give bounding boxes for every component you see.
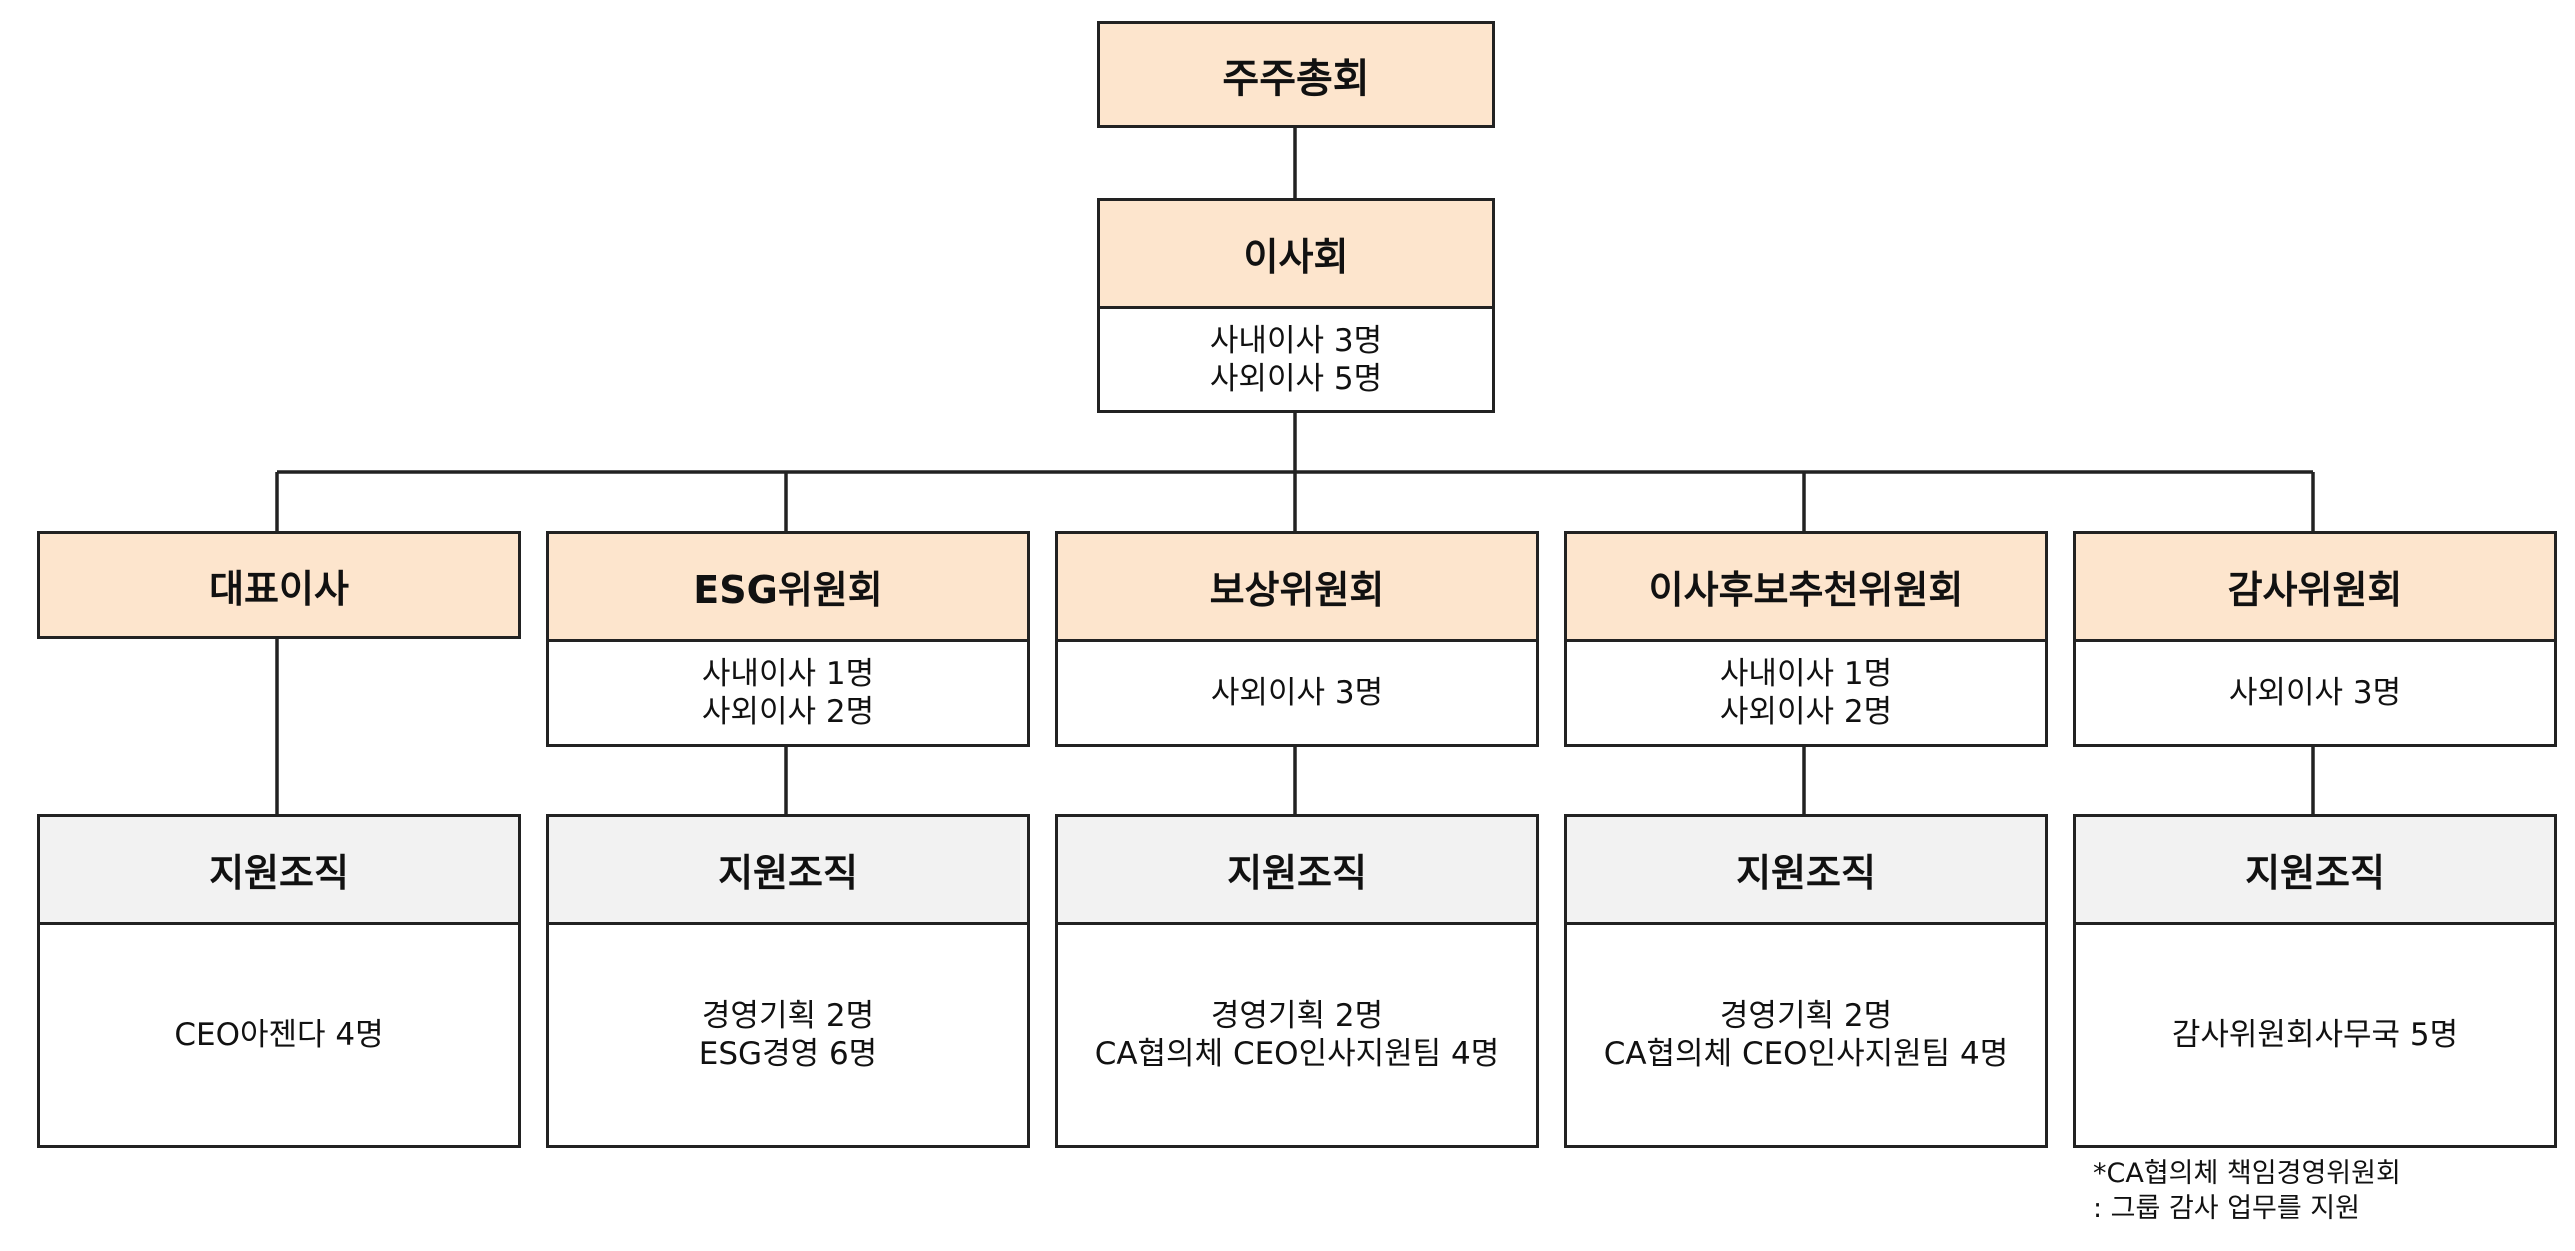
support-box-compensation: 지원조직 경영기획 2명 CA협의체 CEO인사지원팀 4명 xyxy=(1055,814,1539,1148)
support-member-line: 경영기획 2명 xyxy=(1719,998,1893,1034)
committee-members-compensation: 사외이사 3명 xyxy=(1058,639,1536,744)
support-members: CEO아젠다 4명 xyxy=(40,922,518,1145)
support-members: 경영기획 2명 CA협의체 CEO인사지원팀 4명 xyxy=(1058,922,1536,1145)
committee-title-nomination: 이사후보추천위원회 xyxy=(1567,534,2045,639)
shareholders-meeting-box: 주주총회 xyxy=(1097,21,1495,128)
support-member-line: CEO아젠다 4명 xyxy=(174,1017,384,1053)
support-box-esg: 지원조직 경영기획 2명 ESG경영 6명 xyxy=(546,814,1030,1148)
support-members: 감사위원회사무국 5명 xyxy=(2076,922,2554,1145)
support-box-ceo: 지원조직 CEO아젠다 4명 xyxy=(37,814,521,1148)
board-member-line-1: 사내이사 3명 xyxy=(1209,322,1383,359)
support-member-line: CA협의체 CEO인사지원팀 4명 xyxy=(1094,1036,1500,1072)
support-title: 지원조직 xyxy=(1567,817,2045,922)
committee-box-ceo: 대표이사 xyxy=(37,531,521,639)
committee-box-compensation: 보상위원회 사외이사 3명 xyxy=(1055,531,1539,747)
footnote-line-1: *CA협의체 책임경영위원회 xyxy=(2093,1158,2401,1189)
board-members: 사내이사 3명 사외이사 5명 xyxy=(1100,306,1492,410)
committee-box-audit: 감사위원회 사외이사 3명 xyxy=(2073,531,2557,747)
committee-title-ceo: 대표이사 xyxy=(209,566,349,611)
footnote: *CA협의체 책임경영위원회 : 그룹 감사 업무를 지원 xyxy=(2093,1156,2401,1226)
board-member-line-2: 사외이사 5명 xyxy=(1209,360,1383,397)
committee-member-line: 사외이사 2명 xyxy=(1719,694,1893,730)
committee-member-line: 사외이사 3명 xyxy=(2228,675,2402,711)
committee-member-line: 사외이사 2명 xyxy=(701,694,875,730)
support-member-line: 경영기획 2명 xyxy=(1210,998,1384,1034)
committee-member-line: 사내이사 1명 xyxy=(1719,656,1893,692)
support-box-nomination: 지원조직 경영기획 2명 CA협의체 CEO인사지원팀 4명 xyxy=(1564,814,2048,1148)
support-title: 지원조직 xyxy=(1058,817,1536,922)
support-member-line: ESG경영 6명 xyxy=(698,1036,878,1072)
committee-title-esg: ESG위원회 xyxy=(549,534,1027,639)
board-title: 이사회 xyxy=(1100,201,1492,306)
support-members: 경영기획 2명 ESG경영 6명 xyxy=(549,922,1027,1145)
committee-members-nomination: 사내이사 1명 사외이사 2명 xyxy=(1567,639,2045,744)
support-title: 지원조직 xyxy=(2076,817,2554,922)
support-box-audit: 지원조직 감사위원회사무국 5명 xyxy=(2073,814,2557,1148)
committee-box-esg: ESG위원회 사내이사 1명 사외이사 2명 xyxy=(546,531,1030,747)
support-members: 경영기획 2명 CA협의체 CEO인사지원팀 4명 xyxy=(1567,922,2045,1145)
support-member-line: CA협의체 CEO인사지원팀 4명 xyxy=(1603,1036,2009,1072)
support-title: 지원조직 xyxy=(549,817,1027,922)
footnote-line-2: : 그룹 감사 업무를 지원 xyxy=(2093,1193,2360,1224)
committee-members-esg: 사내이사 1명 사외이사 2명 xyxy=(549,639,1027,744)
committee-members-audit: 사외이사 3명 xyxy=(2076,639,2554,744)
support-member-line: 경영기획 2명 xyxy=(701,998,875,1034)
shareholders-meeting-title: 주주총회 xyxy=(1222,55,1370,102)
support-title: 지원조직 xyxy=(40,817,518,922)
board-box: 이사회 사내이사 3명 사외이사 5명 xyxy=(1097,198,1495,413)
committee-member-line: 사외이사 3명 xyxy=(1210,675,1384,711)
support-member-line: 감사위원회사무국 5명 xyxy=(2171,1017,2459,1053)
committee-member-line: 사내이사 1명 xyxy=(701,656,875,692)
committee-title-audit: 감사위원회 xyxy=(2076,534,2554,639)
committee-box-nomination: 이사후보추천위원회 사내이사 1명 사외이사 2명 xyxy=(1564,531,2048,747)
committee-title-compensation: 보상위원회 xyxy=(1058,534,1536,639)
